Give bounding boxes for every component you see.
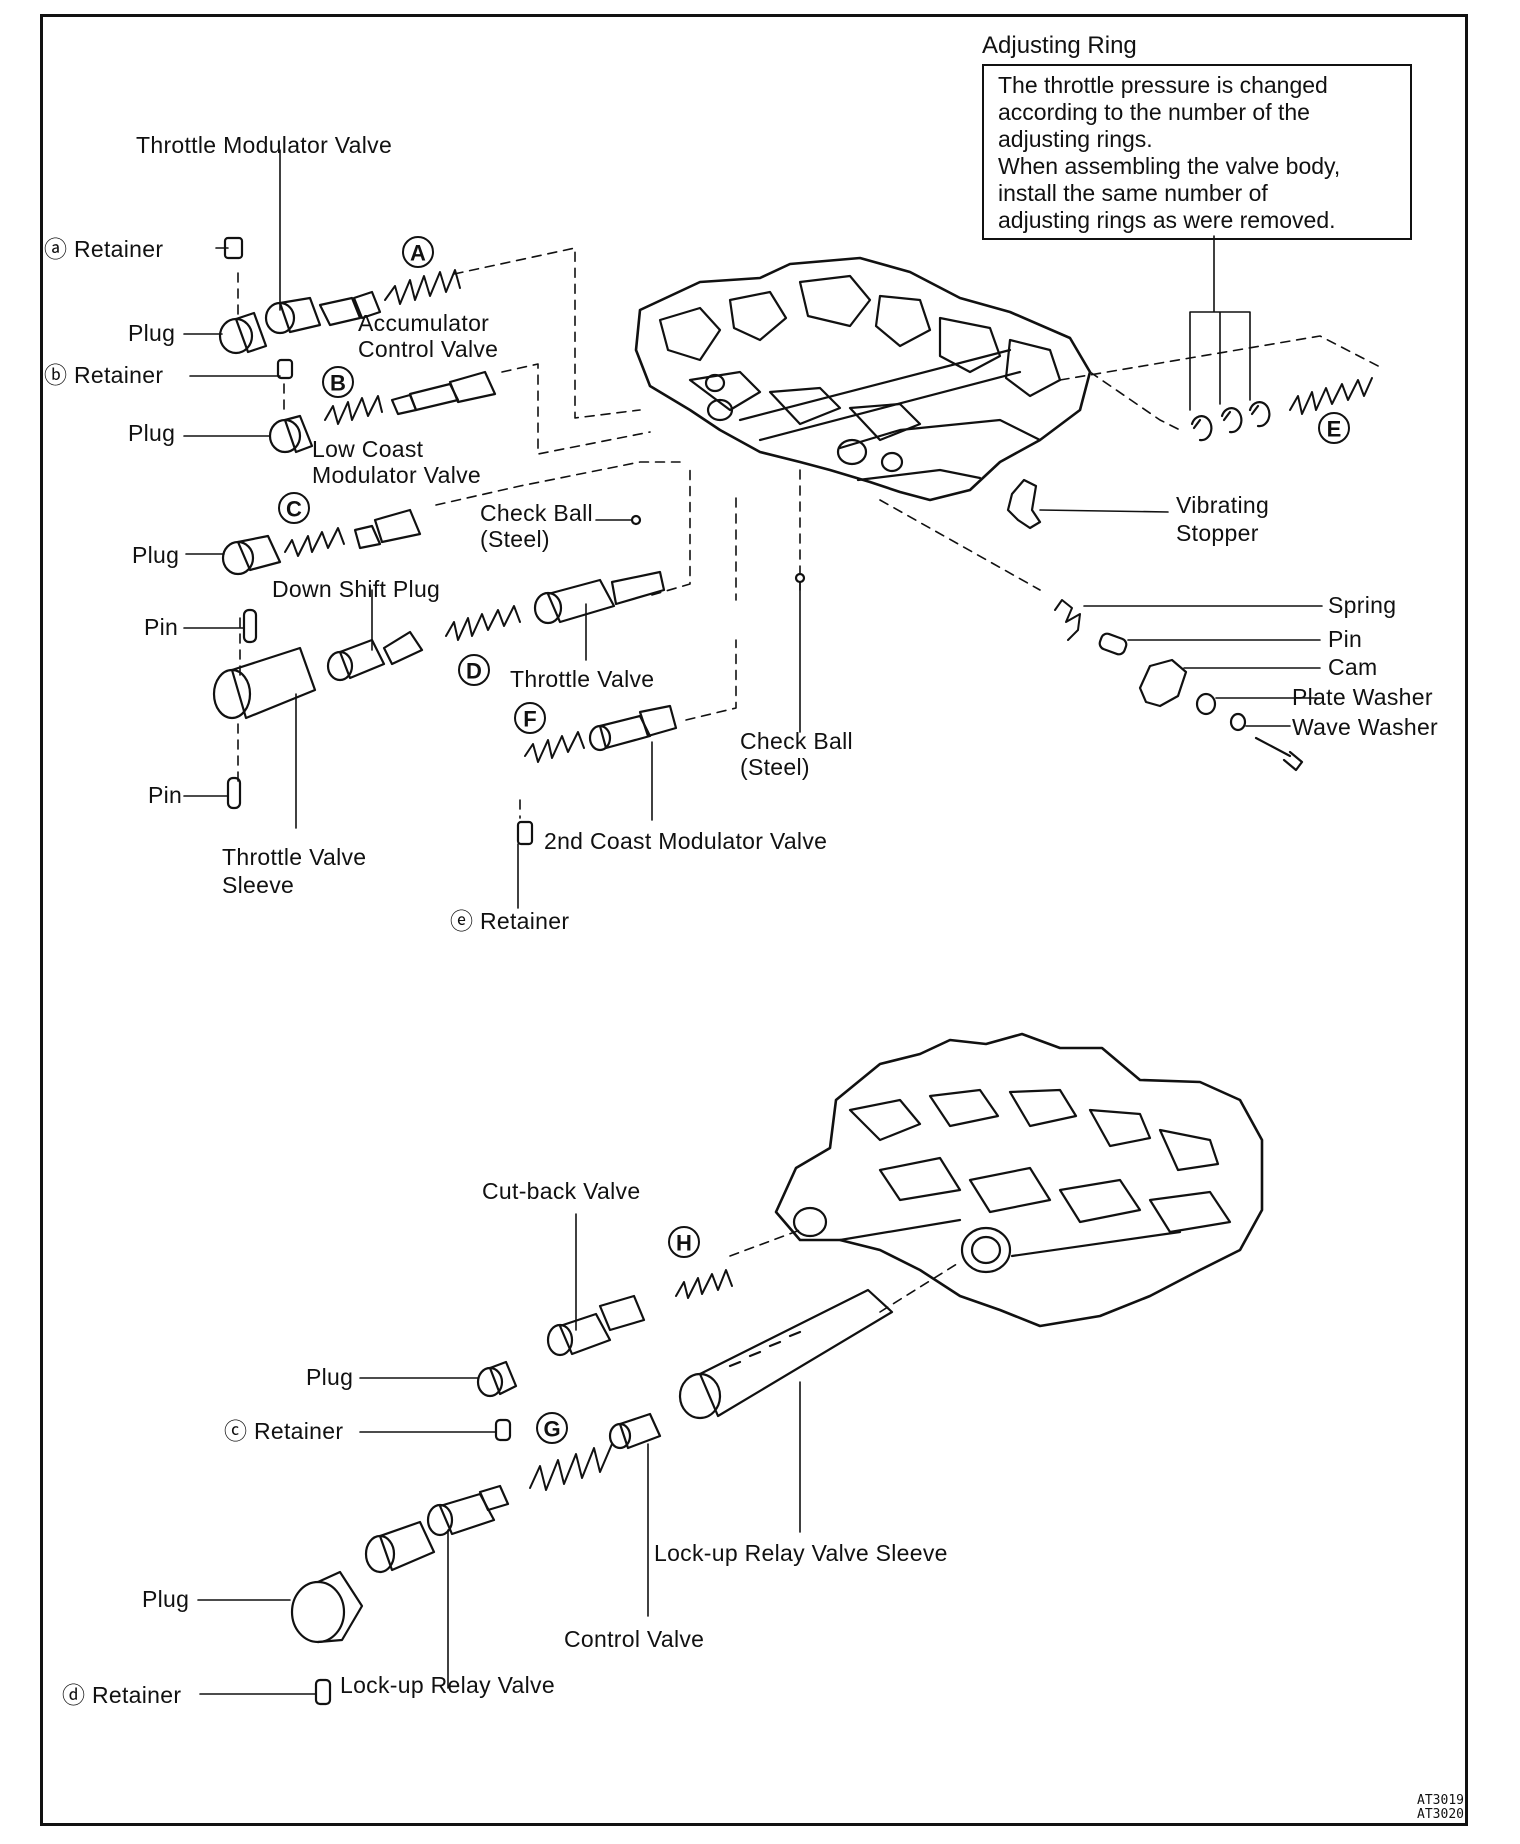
label-pin: Pin	[1328, 626, 1363, 652]
throttle-valve-assembly	[212, 570, 666, 810]
spring-letter-a: A	[410, 241, 426, 266]
figure-code: AT3020	[1417, 1807, 1464, 1822]
label-lock-up-relay-valve-sleeve: Lock-up Relay Valve Sleeve	[654, 1540, 948, 1566]
label-wave-washer: Wave Washer	[1292, 714, 1439, 740]
note-line: The throttle pressure is changed	[998, 72, 1328, 98]
label-2nd-coast-modulator-valve: 2nd Coast Modulator Valve	[544, 828, 828, 854]
low-coast-modulator-valve-assembly	[221, 508, 422, 576]
spring-letter-d: D	[466, 659, 482, 684]
label-throttle-modulator-valve: Throttle Modulator Valve	[136, 132, 393, 158]
label-accumulator-control-valve: Accumulator	[358, 310, 490, 336]
label-accumulator-control-valve: Control Valve	[358, 336, 499, 362]
note-line: install the same number of	[998, 180, 1268, 206]
label-throttle-valve-sleeve: Throttle Valve	[222, 844, 367, 870]
label-cut-back-valve: Cut-back Valve	[482, 1178, 641, 1204]
label-retainer-c: ⓒ Retainer	[224, 1418, 344, 1444]
label-retainer-e: ⓔ Retainer	[450, 908, 570, 934]
label-plug: Plug	[142, 1586, 190, 1612]
label-vibrating-stopper: Vibrating	[1176, 492, 1270, 518]
lower-components	[290, 1269, 894, 1706]
spring-letter-h: H	[676, 1231, 692, 1256]
label-low-coast-modulator-valve: Modulator Valve	[312, 462, 481, 488]
spring-letter-e: E	[1327, 417, 1342, 442]
note-line: adjusting rings as were removed.	[998, 207, 1336, 233]
label-check-ball-steel: (Steel)	[480, 526, 550, 552]
label-plug: Plug	[128, 420, 176, 446]
lower-leader-lines	[197, 1213, 801, 1695]
label-plug: Plug	[132, 542, 180, 568]
spring-letter-g: G	[543, 1417, 560, 1442]
lower-alignment-lines	[729, 1229, 961, 1313]
label-plug: Plug	[128, 320, 176, 346]
label-throttle-valve-sleeve: Sleeve	[222, 872, 295, 898]
label-vibrating-stopper: Stopper	[1176, 520, 1259, 546]
lower-valve-body	[774, 1032, 1264, 1328]
adjusting-ring-note: The throttle pressure is changed accordi…	[982, 64, 1412, 240]
throttle-modulator-valve-assembly	[218, 236, 461, 355]
label-retainer-b: ⓑ Retainer	[44, 362, 164, 388]
label-pin: Pin	[148, 782, 183, 808]
note-line: adjusting rings.	[998, 126, 1153, 152]
label-plug: Plug	[306, 1364, 354, 1390]
figure-codes: AT3019 AT3020	[1417, 1794, 1464, 1822]
spring-letter-f: F	[523, 707, 536, 732]
upper-alignment-lines	[237, 247, 1383, 819]
cam-assembly	[1054, 599, 1304, 772]
label-cam: Cam	[1328, 654, 1378, 680]
label-low-coast-modulator-valve: Low Coast	[312, 436, 424, 462]
label-plate-washer: Plate Washer	[1292, 684, 1433, 710]
label-spring: Spring	[1328, 592, 1397, 618]
upper-valve-body	[634, 256, 1092, 502]
label-throttle-valve: Throttle Valve	[510, 666, 655, 692]
label-control-valve: Control Valve	[564, 1626, 705, 1652]
label-retainer-d: ⓓ Retainer	[62, 1682, 182, 1708]
upper-leader-lines	[183, 149, 1323, 909]
label-pin: Pin	[144, 614, 179, 640]
label-check-ball: Check Ball	[480, 500, 593, 526]
label-retainer-a: ⓐ Retainer	[44, 236, 164, 262]
vibrating-stopper-part	[1006, 478, 1042, 530]
adjusting-ring-title: Adjusting Ring	[982, 32, 1137, 59]
label-check-ball: Check Ball	[740, 728, 853, 754]
label-lock-up-relay-valve: Lock-up Relay Valve	[340, 1672, 555, 1698]
spring-letter-c: C	[286, 497, 302, 522]
accumulator-control-valve-assembly	[268, 358, 497, 454]
figure-code: AT3019	[1417, 1793, 1464, 1808]
figure-frame	[40, 14, 1468, 1826]
2nd-coast-modulator-valve-assembly	[516, 704, 678, 846]
note-line: according to the number of the	[998, 99, 1310, 125]
label-check-ball-steel: (Steel)	[740, 754, 810, 780]
spring-letter-b: B	[330, 371, 346, 396]
adjusting-rings-and-spring-e	[1190, 377, 1373, 442]
note-line: When assembling the valve body,	[998, 153, 1341, 179]
label-down-shift-plug: Down Shift Plug	[272, 576, 441, 602]
